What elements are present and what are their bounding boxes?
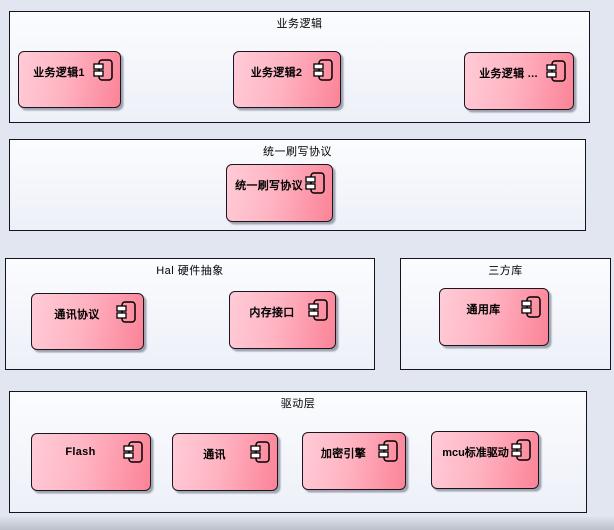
package-hal-abstraction-title: Hal 硬件抽象 xyxy=(156,265,224,277)
component-label: 业务逻辑 ... xyxy=(479,68,538,80)
component-label: 通讯 xyxy=(203,449,226,461)
component-label: 统一刷写协议 xyxy=(235,180,303,192)
component-label: 通用库 xyxy=(466,304,501,316)
package-third-party-lib[interactable]: 三方库 通用库 xyxy=(400,258,611,370)
component-label: 加密引擎 xyxy=(320,448,367,460)
component-comm-protocol[interactable]: 通讯协议 xyxy=(31,293,144,350)
uml-component-icon xyxy=(313,59,333,81)
package-business-logic-title: 业务逻辑 xyxy=(276,18,323,30)
uml-component-icon xyxy=(511,439,531,461)
package-hal-abstraction[interactable]: Hal 硬件抽象 通讯协议 内存接口 xyxy=(5,258,375,370)
uml-component-icon xyxy=(250,441,270,463)
component-label: 通讯协议 xyxy=(54,309,100,321)
component-business-logic-more[interactable]: 业务逻辑 ... xyxy=(464,52,574,110)
uml-component-icon xyxy=(116,301,136,323)
package-driver-layer-title: 驱动层 xyxy=(280,398,316,410)
uml-component-icon xyxy=(308,299,328,321)
component-label: mcu标准驱动 xyxy=(442,447,509,459)
component-common-lib[interactable]: 通用库 xyxy=(439,288,549,346)
component-communication[interactable]: 通讯 xyxy=(172,433,278,491)
package-business-logic[interactable]: 业务逻辑 业务逻辑1 业务逻辑2 业务逻辑 ... xyxy=(9,11,590,123)
component-label: Flash xyxy=(65,446,96,458)
package-driver-layer[interactable]: 驱动层 Flash 通讯 加密引擎 xyxy=(9,391,587,513)
uml-component-icon xyxy=(378,440,398,462)
component-crypto-engine[interactable]: 加密引擎 xyxy=(302,432,406,490)
package-unified-flash-protocol-title: 统一刷写协议 xyxy=(263,146,332,158)
component-label: 业务逻辑1 xyxy=(33,67,85,79)
package-unified-flash-protocol[interactable]: 统一刷写协议 统一刷写协议 xyxy=(9,139,586,231)
canvas-bottom-edge xyxy=(0,517,614,530)
component-business-logic-2[interactable]: 业务逻辑2 xyxy=(233,51,341,108)
component-label: 业务逻辑2 xyxy=(250,67,303,79)
uml-component-icon xyxy=(305,172,325,194)
component-label: 内存接口 xyxy=(249,307,295,319)
component-mcu-standard-driver[interactable]: mcu标准驱动 xyxy=(431,431,539,489)
component-business-logic-1[interactable]: 业务逻辑1 xyxy=(18,51,121,108)
uml-component-icon xyxy=(123,441,143,463)
uml-component-icon xyxy=(521,296,541,318)
component-flash[interactable]: Flash xyxy=(31,433,151,491)
uml-component-icon xyxy=(546,60,566,82)
uml-component-icon xyxy=(93,59,113,81)
package-third-party-lib-title: 三方库 xyxy=(488,265,523,277)
component-unified-flash-protocol[interactable]: 统一刷写协议 xyxy=(226,164,333,222)
component-memory-interface[interactable]: 内存接口 xyxy=(229,291,336,349)
